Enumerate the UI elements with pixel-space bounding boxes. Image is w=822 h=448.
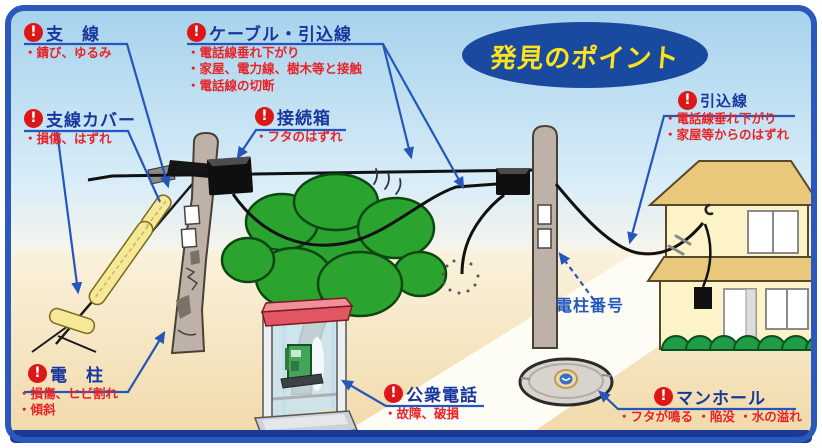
callout-item: ・電話線垂れ下がり [187, 45, 300, 60]
junction-box-right [496, 168, 530, 195]
callout-payphone: ! 公衆電話 ・故障、破損 [384, 381, 478, 422]
wall-cable [701, 223, 712, 288]
callout-item: ・電話線垂れ下がり [664, 111, 777, 126]
callout-title: マンホール [676, 389, 766, 409]
callout-item: ・故障、破損 [384, 406, 460, 421]
callout-item: ・錆び、ゆるみ [24, 45, 112, 60]
page-title: 発見のポイント [488, 44, 681, 74]
callout-pole: ! 電 柱 ・損傷、ヒビ割れ ・傾斜 [18, 361, 118, 419]
leader-manhole [598, 390, 796, 411]
callout-title: 支 線 [46, 25, 100, 45]
shake-marks [373, 168, 402, 195]
callout-item: ・傾斜 [18, 402, 56, 418]
title-oval [462, 22, 708, 88]
leader-pole-number [558, 252, 595, 301]
wall-hook [704, 203, 714, 216]
junction-box-left [206, 156, 254, 196]
callout-title: 電 柱 [50, 366, 104, 386]
leader-guy-wire [24, 42, 171, 189]
sagging-cable [231, 182, 498, 247]
warning-icon: ! [255, 107, 274, 126]
left-utility-pole [170, 131, 220, 355]
callout-item: ・電話線の切断 [187, 77, 275, 93]
guy-wire-cover [48, 194, 172, 335]
warning-icon: ! [24, 23, 43, 42]
callout-leaders [24, 42, 796, 411]
callout-manhole: ! マンホール ・フタが鳴る ・陥没 ・水の溢れ [618, 384, 802, 425]
pole-number-plate [537, 228, 552, 249]
manhole-cover [518, 357, 614, 407]
house [646, 160, 814, 350]
warning-icon: ! [187, 23, 206, 42]
house-upper-window [747, 210, 799, 254]
callout-cable: ! ケーブル・引込線 ・電話線垂れ下がり ・家屋、電力線、樹木等と接触 ・電話線… [187, 20, 362, 94]
house-awning-roof [646, 256, 814, 282]
callout-title: ケーブル・引込線 [209, 25, 352, 45]
callout-item: ・家屋、電力線、樹木等と接触 [187, 61, 363, 77]
callout-title: 支線カバー [46, 111, 136, 131]
callout-title: 引込線 [700, 92, 749, 110]
warning-icon: ! [678, 91, 697, 110]
main-cable [87, 168, 534, 182]
leader-pole [24, 330, 166, 394]
cut-dangling-cable [460, 193, 505, 275]
leader-cable-2 [382, 43, 465, 190]
warning-icon: ! [384, 384, 403, 403]
leader-cover-1 [24, 129, 162, 203]
leader-drop-wire [627, 114, 795, 245]
leader-cover-2 [55, 130, 83, 295]
warning-icon: ! [654, 387, 673, 406]
payphone [285, 344, 312, 382]
pole-number-caption: 電柱番号 [556, 296, 625, 315]
detach-marks [667, 234, 692, 256]
phone-booth [253, 297, 359, 440]
callout-title: 公衆電話 [406, 386, 478, 406]
callout-item: ・家屋等からのはずれ [664, 127, 790, 143]
callout-guy-wire-cover: ! 支線カバー ・損傷、はずれ [24, 106, 136, 147]
callout-guy-wire: ! 支 線 ・錆び、ゆるみ [24, 20, 112, 61]
leader-junction-box [236, 128, 346, 160]
hedge-bushes [660, 335, 814, 351]
callout-title: 接続箱 [277, 109, 331, 129]
house-lower-window [765, 288, 809, 330]
callout-junction-box: ! 接続箱 ・フタのはずれ [255, 104, 343, 145]
protector-box [694, 287, 712, 309]
cut-end-dotted-circle [441, 259, 480, 295]
warning-icon: ! [28, 364, 47, 383]
phone-shelf [280, 373, 324, 389]
warning-icon: ! [24, 109, 43, 128]
callout-item: ・損傷、ヒビ割れ [18, 386, 119, 401]
callout-item: ・損傷、はずれ [24, 131, 112, 146]
frame-border [5, 5, 817, 443]
right-utility-pole [532, 124, 558, 349]
callout-drop-wire: ! 引込線 ・電話線垂れ下がり ・家屋等からのはずれ [664, 90, 789, 144]
callout-item: ・フタが鳴る ・陥没 ・水の溢れ [618, 409, 802, 424]
pole-number-plate [537, 204, 552, 225]
callout-item: ・フタのはずれ [255, 129, 343, 144]
leader-payphone [340, 379, 484, 408]
